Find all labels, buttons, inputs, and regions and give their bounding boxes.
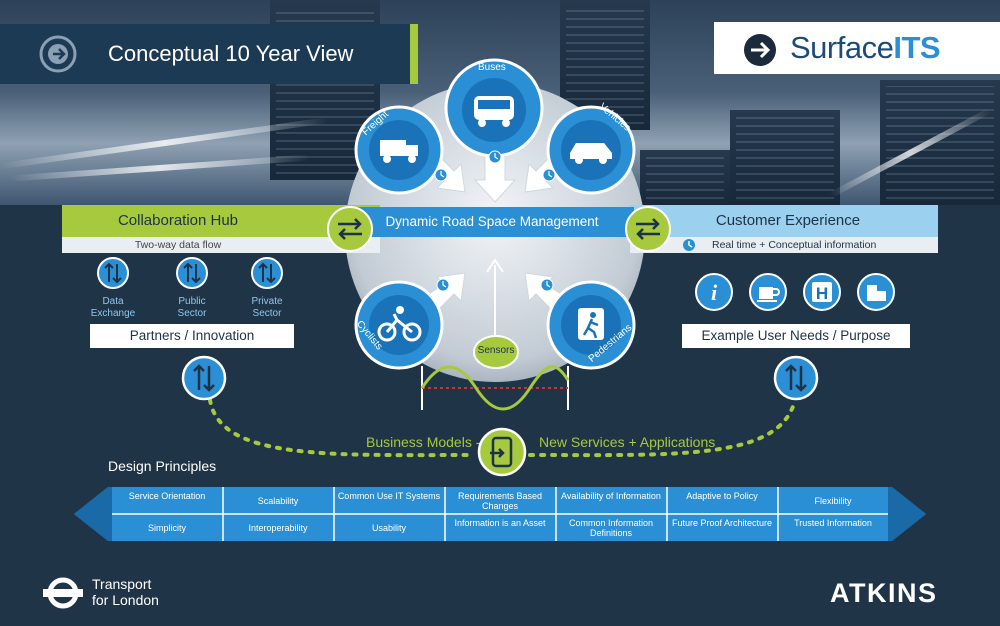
svg-text:i: i [711, 280, 718, 305]
principle-future-proof-architecture: Future Proof Architecture [671, 518, 773, 528]
title-bar [0, 24, 418, 84]
clock-icon [542, 168, 556, 182]
mobile-app-icon [477, 427, 527, 477]
data-exchange-label: Data Exchange [90, 296, 136, 319]
logo-text-bold: ITS [893, 30, 941, 65]
building-image [640, 150, 730, 205]
hospital-icon: H [803, 273, 841, 311]
customer-subtitle-bar [630, 237, 938, 253]
vehicles-node [546, 105, 636, 195]
building-icon [857, 273, 895, 311]
clock-icon [540, 278, 554, 292]
atkins-logo: ATKINS [830, 578, 938, 608]
building-image [880, 80, 1000, 205]
customer-experience-title: Customer Experience [715, 212, 861, 229]
arrow-circle-icon [39, 35, 77, 73]
drsm-title: Dynamic Road Space Management [385, 214, 599, 229]
two-way-arrows-icon [251, 257, 283, 289]
private-sector-label: Private Sector [251, 296, 283, 319]
hub-subtitle-bar [62, 237, 380, 253]
tfl-line1: Transport [92, 576, 152, 592]
business-link-left [208, 398, 472, 458]
clock-icon [436, 278, 450, 292]
clock-icon [488, 150, 502, 164]
freight-node [354, 105, 444, 195]
two-way-arrows-icon [625, 206, 671, 252]
principle-interoperability: Interoperability [248, 523, 308, 533]
tfl-text: Transport for London [92, 576, 159, 608]
principle-common-use-it-systems: Common Use IT Systems [337, 491, 441, 501]
two-way-arrows-icon [181, 355, 227, 401]
principle-common-information-definitions: Common Information Definitions [568, 518, 654, 538]
principle-service-orientation: Service Orientation [128, 491, 206, 501]
business-link-right [528, 398, 797, 458]
logo-text-plain: Surface [790, 30, 894, 65]
tfl-line2: for London [92, 592, 159, 608]
public-sector-label: Public Sector [177, 296, 207, 319]
clock-icon [434, 168, 448, 182]
collaboration-hub-title: Collaboration Hub [117, 212, 239, 229]
customer-experience-bar [630, 205, 938, 237]
drsm-bar [350, 207, 634, 237]
arrow-circle-icon [744, 34, 776, 66]
bus-icon [474, 96, 514, 127]
buses-node [444, 58, 544, 158]
hub-subtitle: Two-way data flow [134, 239, 222, 251]
principle-adaptive-to-policy: Adaptive to Policy [686, 491, 758, 501]
coffee-cup-icon [749, 273, 787, 311]
two-way-arrows-icon [176, 257, 208, 289]
buses-label: Buses [478, 62, 506, 73]
page-title: Conceptual 10 Year View [108, 41, 354, 66]
building-image [730, 110, 840, 205]
principle-scalability: Scalability [257, 496, 299, 506]
sensor-waveform [420, 365, 570, 411]
logo-text: SurfaceITS [790, 26, 941, 70]
two-way-arrows-icon [773, 355, 819, 401]
principle-usability: Usability [371, 523, 406, 533]
principle-trusted-information: Trusted Information [794, 518, 872, 528]
pedestrian-icon [578, 308, 604, 340]
sensors-label: Sensors [477, 345, 515, 356]
pedestrians-node [546, 280, 636, 370]
svg-text:H: H [816, 284, 828, 303]
principle-simplicity: Simplicity [147, 523, 186, 533]
partners-innovation-box: Partners / Innovation [90, 324, 294, 348]
cyclists-node [354, 280, 444, 370]
sensors-node [473, 335, 519, 369]
two-way-arrows-icon [327, 206, 373, 252]
design-principles-title: Design Principles [108, 458, 217, 474]
customer-subtitle: Real time + Conceptual information [712, 239, 877, 251]
business-models-label: Business Models - [366, 434, 481, 450]
info-icon: i [695, 273, 733, 311]
principle-availability-of-information: Availability of Information [561, 491, 661, 501]
principle-requirements-based-changes: Requirements Based Changes [457, 491, 543, 511]
user-needs-box: Example User Needs / Purpose [682, 324, 910, 348]
two-way-arrows-icon [97, 257, 129, 289]
principle-information-is-an-asset: Information is an Asset [454, 518, 546, 528]
new-services-label: New Services + Applications [539, 434, 716, 450]
car-icon [570, 143, 612, 164]
truck-icon [380, 140, 418, 163]
principle-flexibility: Flexibility [814, 496, 852, 506]
tfl-roundel-logo [43, 577, 83, 609]
clock-icon [683, 239, 695, 251]
bicycle-icon [377, 313, 422, 342]
collaboration-hub-bar [62, 205, 380, 237]
